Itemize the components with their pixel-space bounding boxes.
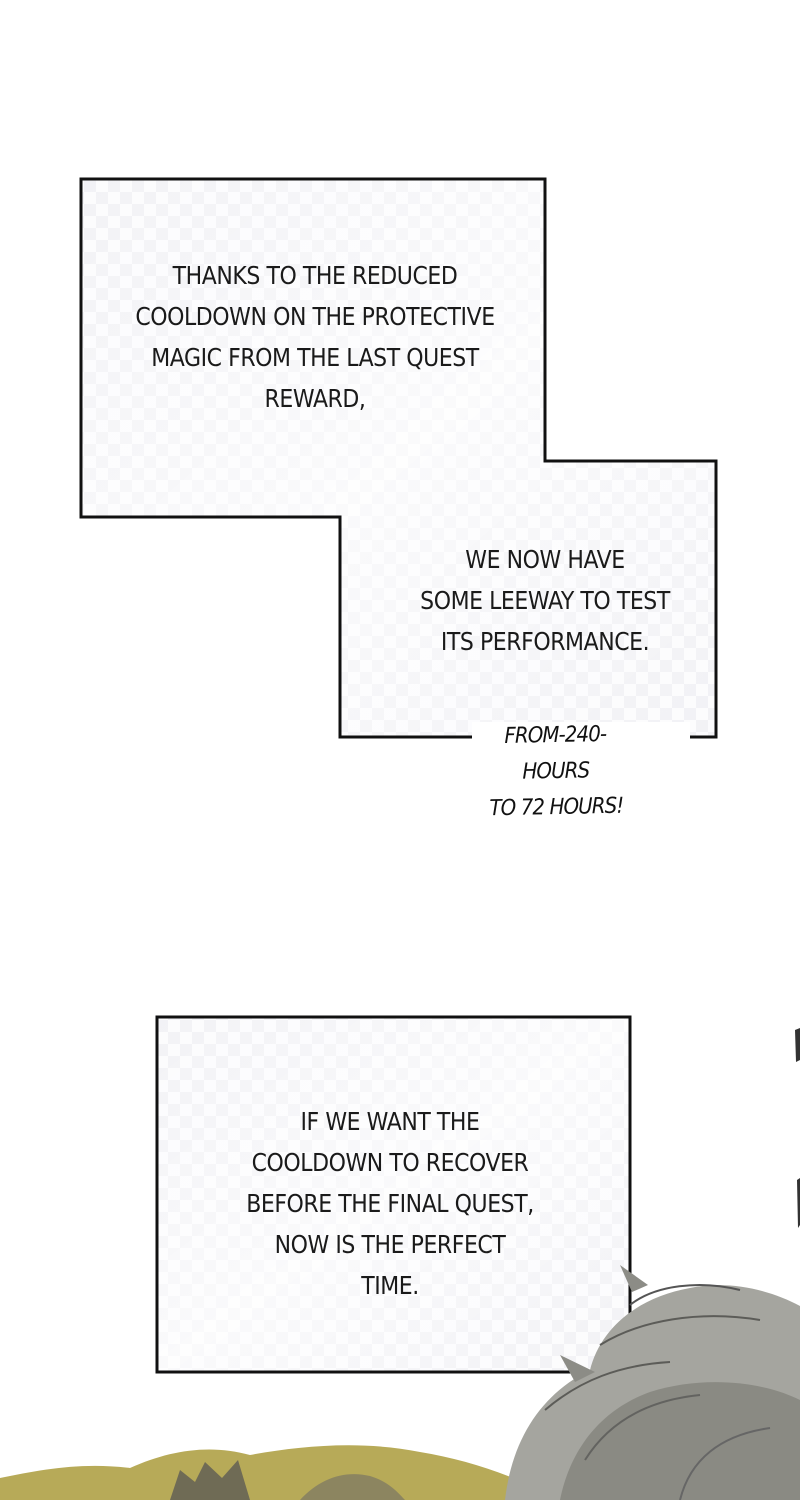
narration-box-lower [155, 1015, 632, 1374]
narration-text-1: THANKS TO THE REDUCED COOLDOWN ON THE PR… [135, 261, 495, 413]
annotation-backing [472, 722, 690, 752]
annotation-text: FROM-240-HOURS TO 72 HOURS! [489, 722, 624, 822]
foliage-illustration [0, 1445, 560, 1500]
narration-text-2: WE NOW HAVE SOME LEEWAY TO TEST ITS PERF… [420, 545, 670, 656]
character-hair-illustration [505, 1028, 800, 1500]
narration-text-3: IF WE WANT THE COOLDOWN TO RECOVER BEFOR… [246, 1107, 534, 1300]
